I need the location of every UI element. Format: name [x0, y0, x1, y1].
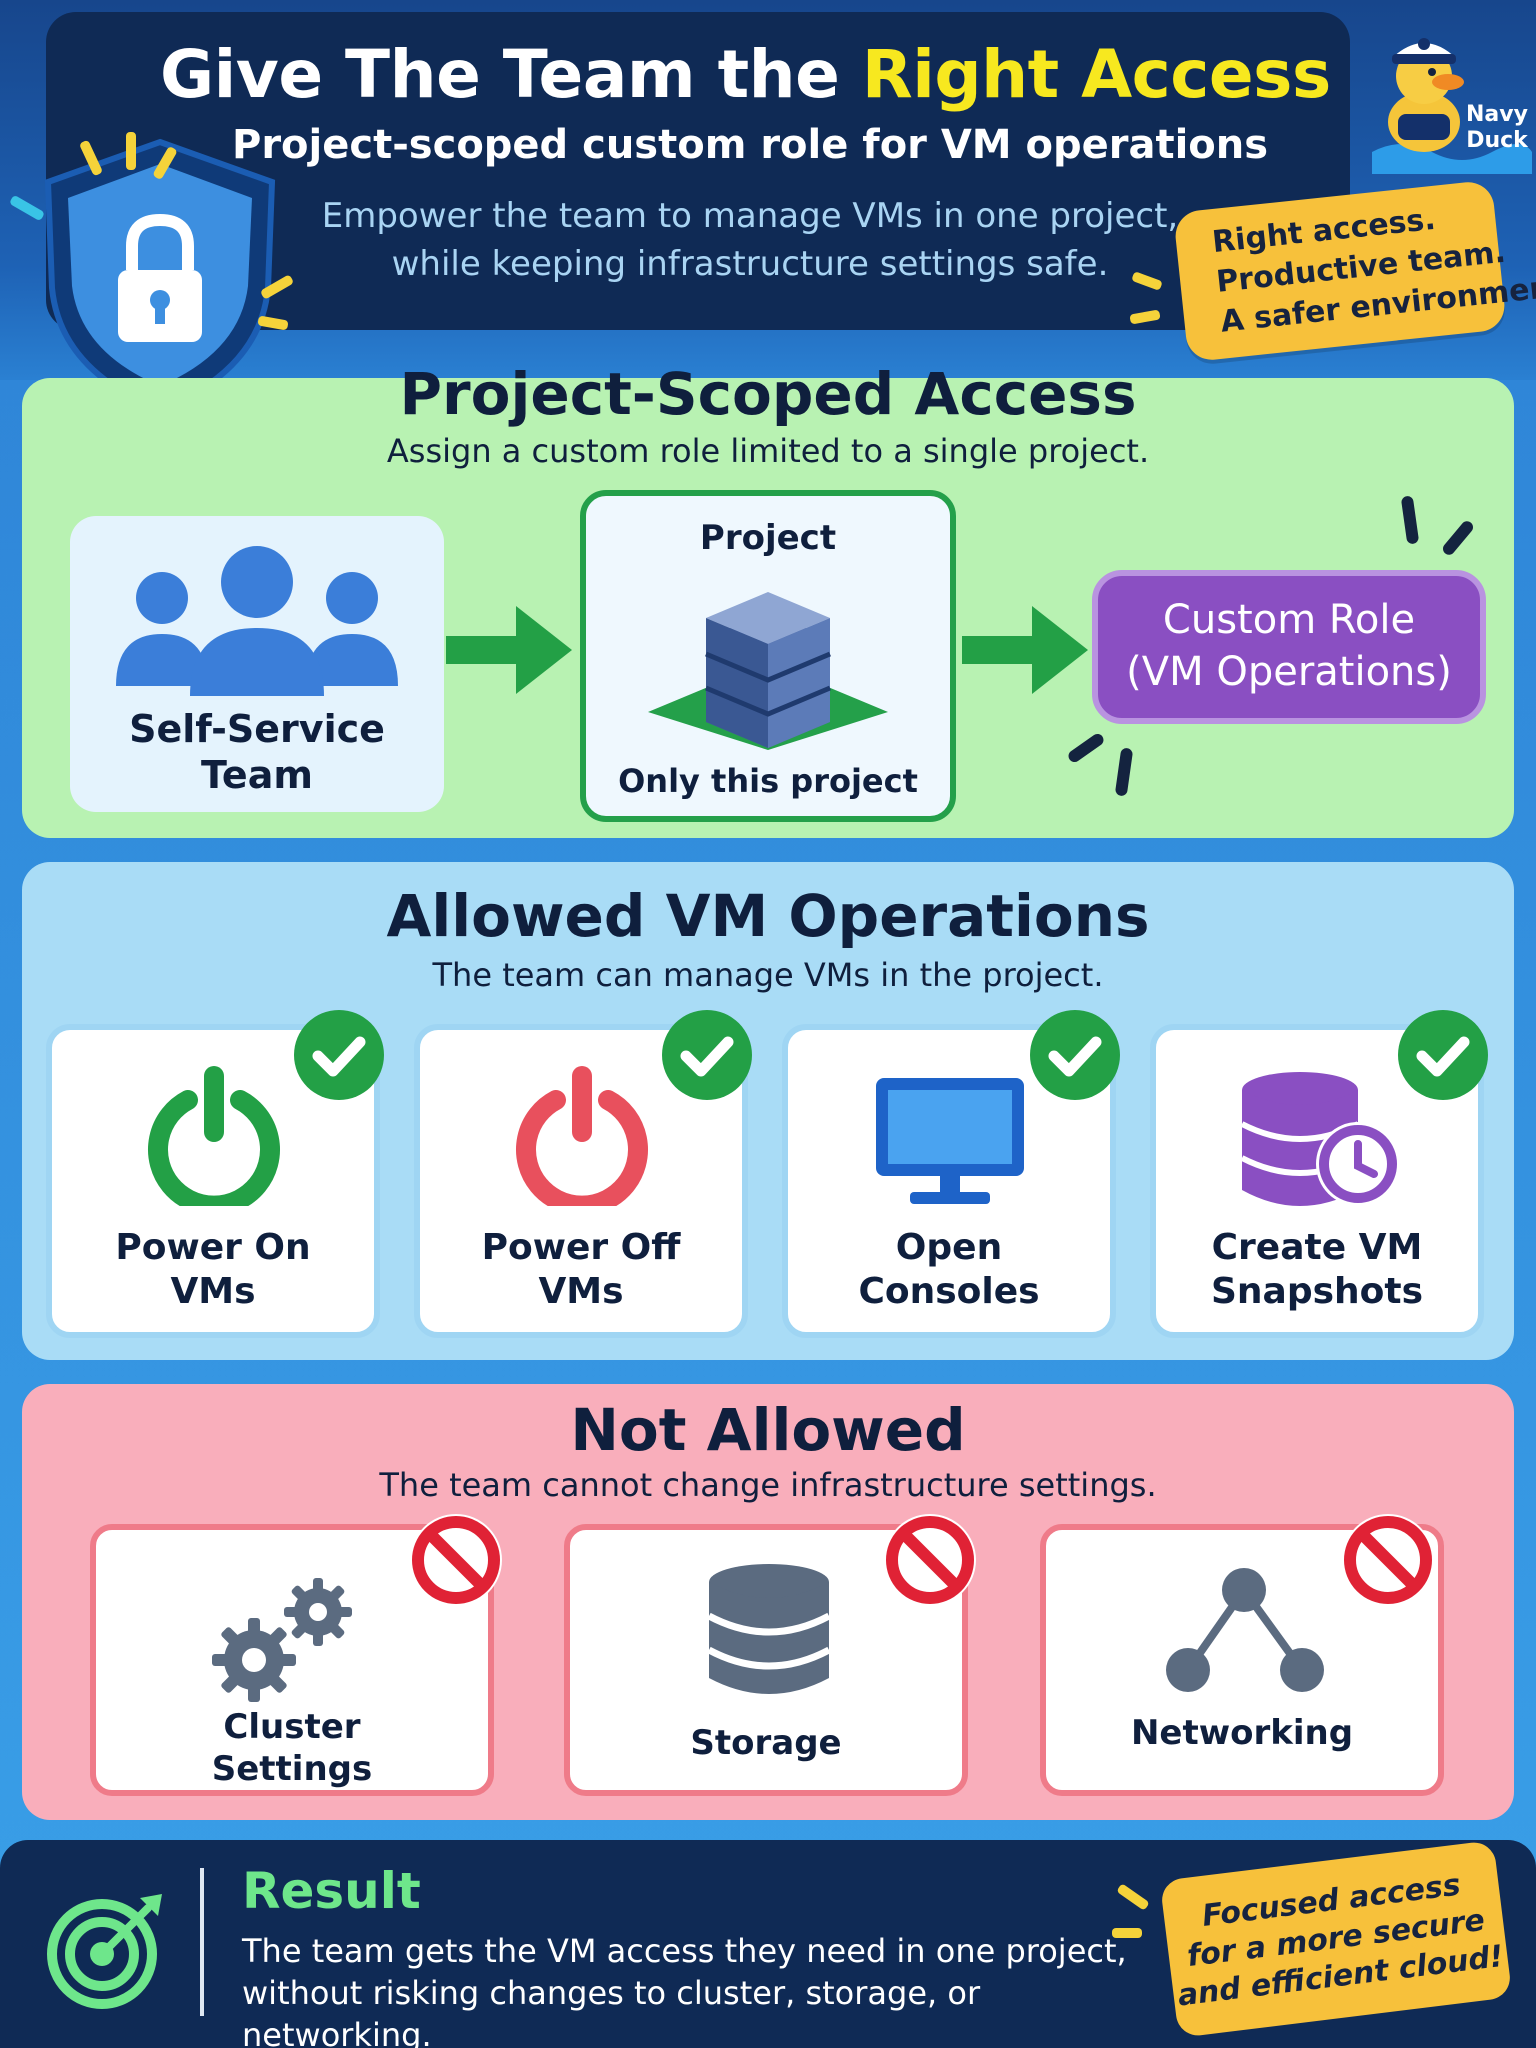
allowed-item-label: Power Off VMs	[481, 1227, 681, 1312]
power-on-icon	[144, 1066, 284, 1216]
allowed-title: Allowed VM Operations	[386, 882, 1150, 950]
not-allowed-subtitle: The team cannot change infrastructure se…	[379, 1466, 1157, 1504]
check-icon	[662, 1010, 752, 1100]
page-title: Give The Team the Right Access	[160, 36, 1331, 113]
spark-decoration	[1112, 1928, 1142, 1938]
team-label: Self-Service Team	[129, 707, 385, 797]
self-service-team-card: Self-Service Team	[70, 516, 444, 812]
title-highlight: Right Access	[861, 36, 1331, 113]
prohibited-icon	[1340, 1512, 1436, 1608]
team-icon	[112, 536, 402, 710]
arrow-right-icon	[446, 600, 576, 700]
project-card: Project Only this project	[580, 490, 956, 822]
allowed-subtitle: The team can manage VMs in the project.	[432, 956, 1104, 994]
allowed-item-label: Power On VMs	[115, 1227, 311, 1312]
project-scoped-title: Project-Scoped Access	[399, 360, 1137, 428]
snapshot-icon	[1236, 1066, 1406, 1220]
network-icon	[1160, 1566, 1330, 1700]
prohibited-icon	[882, 1512, 978, 1608]
database-icon	[704, 1560, 834, 1704]
shield-lock-icon	[10, 120, 310, 430]
target-icon	[44, 1888, 168, 2012]
page-description: Empower the team to manage VMs in one pr…	[321, 196, 1179, 284]
check-icon	[1398, 1010, 1488, 1100]
result-title: Result	[242, 1862, 421, 1920]
denied-item-label: Cluster Settings	[211, 1707, 373, 1789]
power-off-icon	[512, 1066, 652, 1216]
denied-item-label: Storage	[690, 1723, 842, 1763]
mascot-label: Navy Duck	[1466, 102, 1528, 153]
prohibited-icon	[408, 1512, 504, 1608]
project-scoped-subtitle: Assign a custom role limited to a single…	[386, 432, 1150, 470]
not-allowed-title: Not Allowed	[570, 1396, 966, 1464]
allowed-item-create-snapshots: Create VM Snapshots	[1150, 1024, 1484, 1338]
page-subtitle: Project-scoped custom role for VM operat…	[232, 122, 1269, 168]
navy-duck-mascot	[1362, 14, 1532, 174]
spark-decoration	[126, 132, 136, 170]
server-stack-icon	[638, 572, 898, 756]
allowed-item-label: Create VM Snapshots	[1210, 1227, 1424, 1312]
check-icon	[1030, 1010, 1120, 1100]
footer-divider	[200, 1868, 204, 2016]
result-text: The team gets the VM access they need in…	[242, 1932, 1127, 2048]
project-title: Project	[699, 518, 837, 558]
custom-role-box: Custom Role (VM Operations)	[1092, 570, 1486, 724]
gears-icon	[206, 1572, 366, 1706]
allowed-item-open-consoles: Open Consoles	[782, 1024, 1116, 1338]
project-caption: Only this project	[618, 762, 918, 800]
allowed-item-label: Open Consoles	[858, 1227, 1040, 1312]
monitor-icon	[870, 1074, 1030, 1214]
denied-item-label: Networking	[1130, 1713, 1354, 1753]
check-icon	[294, 1010, 384, 1100]
arrow-right-icon	[962, 600, 1092, 700]
